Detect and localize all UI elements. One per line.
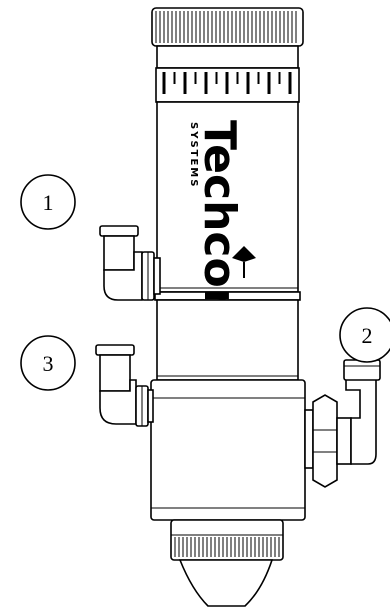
bottom-knurled-nut [170,519,284,561]
brand-subtitle: SYSTEMS [188,122,199,188]
callout-3: 3 [20,335,76,391]
middle-body [156,299,299,381]
top-knurled-cap [151,7,304,69]
callout-2-label: 2 [362,323,373,348]
brand-dart-mark [232,246,256,278]
air-fitting-3 [95,344,154,427]
callout-2: 2 [339,307,390,363]
brand-logo: Techcon SYSTEMS [188,120,245,319]
upper-body [154,101,301,301]
scale-band [155,67,300,103]
lower-manifold [150,379,306,521]
fluid-fitting-2 [304,359,381,488]
callout-3-label: 3 [43,351,54,376]
callout-1-label: 1 [43,190,54,215]
nozzle-cone [178,559,274,607]
brand-name: Techcon [194,120,245,319]
callout-1: 1 [20,174,76,230]
air-fitting-1 [99,225,161,301]
